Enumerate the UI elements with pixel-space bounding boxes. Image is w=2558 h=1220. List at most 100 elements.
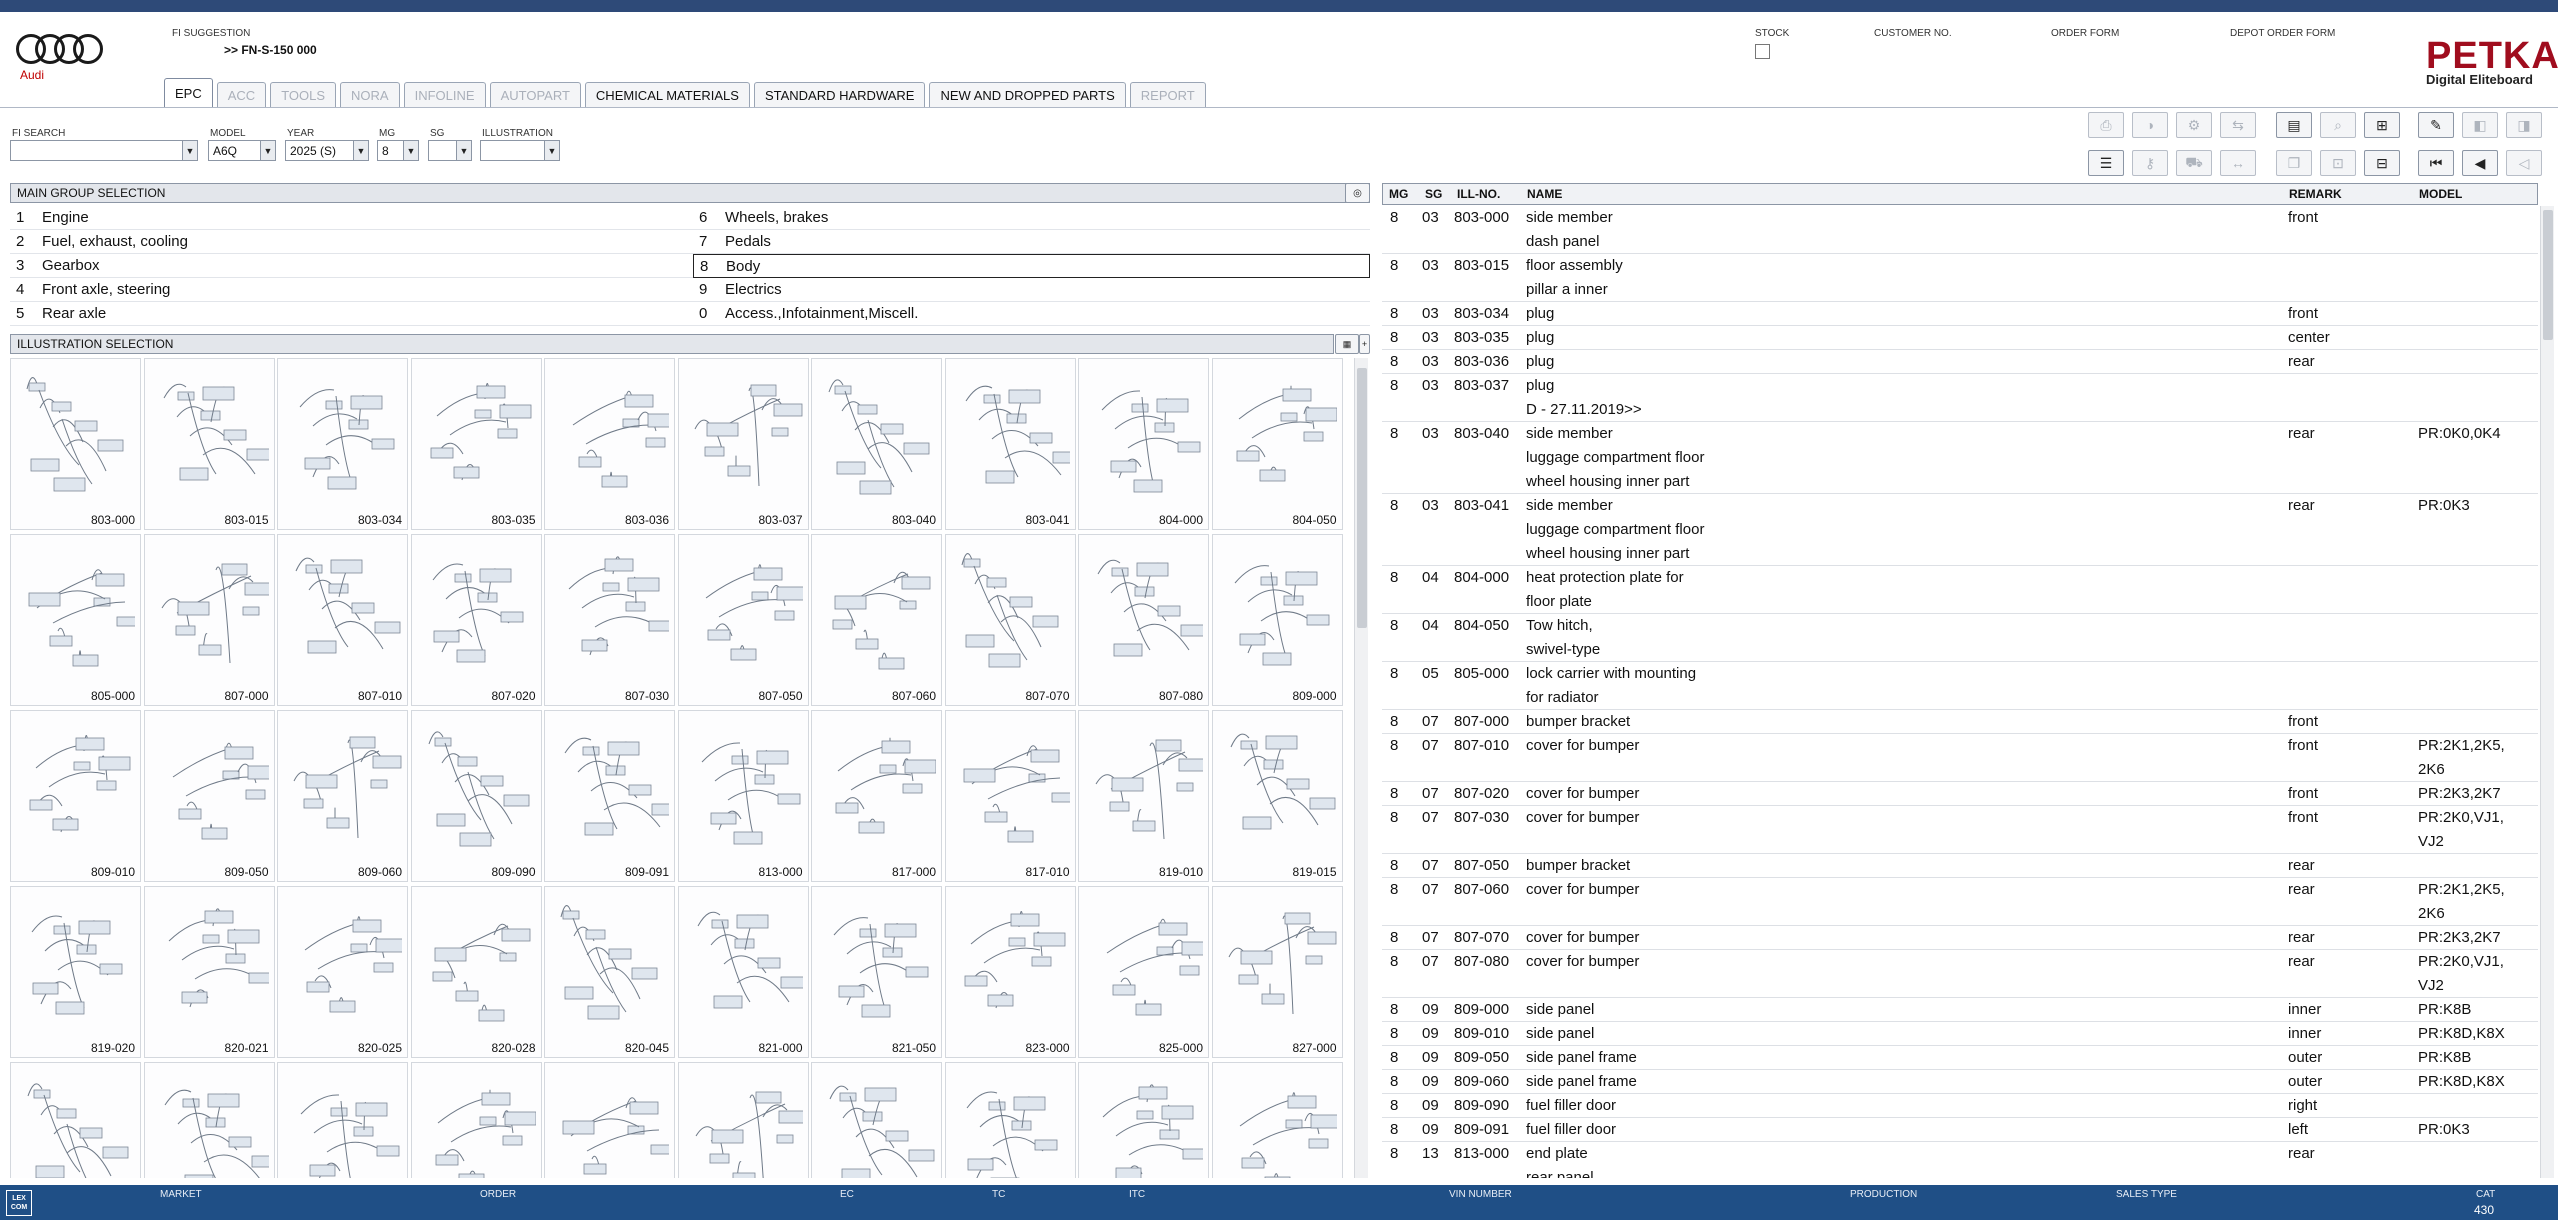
print-icon[interactable]: ⎙ [2088,112,2124,138]
basket-icon[interactable]: ⊟ [2364,150,2400,176]
col-name[interactable]: NAME [1527,187,1563,201]
eye-icon[interactable]: ◎ [1345,183,1370,203]
illustration-thumb[interactable]: 819-020 [10,886,141,1058]
key-icon[interactable]: ⚷ [2132,150,2168,176]
illustration-thumb[interactable] [1211,1062,1343,1178]
illustration-thumb[interactable]: 803-000 [10,358,141,530]
illustration-thumb[interactable]: 807-080 [1078,534,1209,706]
illustration-thumb[interactable] [10,1062,141,1178]
illustration-thumb[interactable] [811,1062,942,1178]
chevron-down-icon[interactable]: ▼ [456,141,471,160]
tab-new-and-dropped-parts[interactable]: NEW AND DROPPED PARTS [929,82,1126,108]
illustration-thumb[interactable] [410,1062,542,1178]
illustration-thumb[interactable]: 820-025 [277,886,408,1058]
illustration-thumb[interactable]: 807-000 [143,534,275,706]
illustration-thumb[interactable]: 817-000 [811,710,942,882]
illustration-thumb[interactable]: 809-000 [1211,534,1343,706]
tab-autopart[interactable]: AUTOPART [489,82,581,108]
back-icon[interactable]: ◁ [2506,150,2542,176]
illustration-thumb[interactable]: 821-050 [811,886,942,1058]
tab-infoline[interactable]: INFOLINE [403,82,486,108]
illustration-thumb[interactable]: 803-036 [544,358,675,530]
illustration-thumb[interactable]: 807-070 [944,534,1076,706]
first-icon[interactable]: ⏮ [2418,150,2454,176]
tab-report[interactable]: REPORT [1129,82,1206,108]
prev-icon[interactable]: ◀ [2462,150,2498,176]
col-ill-no[interactable]: ILL-NO. [1457,187,1501,201]
illustration-thumb[interactable]: 809-010 [10,710,141,882]
parts-scrollbar[interactable] [2540,206,2554,1178]
illustration-thumb[interactable]: 803-037 [677,358,809,530]
illustration-thumb[interactable]: 807-030 [544,534,675,706]
illustration-thumb[interactable] [1078,1062,1209,1178]
chevron-down-icon[interactable]: ▼ [403,141,418,160]
illustration-thumb[interactable]: 807-010 [277,534,408,706]
illustration-thumb[interactable]: 825-000 [1078,886,1209,1058]
illustration-thumb[interactable]: 820-021 [143,886,275,1058]
model-select[interactable]: A6Q ▼ [208,140,276,161]
illustration-thumb[interactable]: 804-050 [1211,358,1343,530]
tab-nora[interactable]: NORA [340,82,400,108]
chevron-down-icon[interactable]: ▼ [260,141,275,160]
tab-acc[interactable]: ACC [216,82,267,108]
illustration-thumb[interactable]: 803-040 [811,358,942,530]
stock-checkbox[interactable] [1755,44,1770,59]
cars-icon[interactable]: ⇆ [2220,112,2256,138]
chevron-down-icon[interactable]: ▼ [182,141,197,160]
col-sg[interactable]: SG [1425,187,1443,201]
mg-select[interactable]: 8 ▼ [377,140,419,161]
order-form-label[interactable]: ORDER FORM [2051,28,2120,39]
illustration-thumb[interactable]: 819-010 [1078,710,1209,882]
scrollbar-thumb[interactable] [2543,210,2553,340]
illustration-thumb[interactable]: 821-000 [677,886,809,1058]
tab-standard-hardware[interactable]: STANDARD HARDWARE [753,82,926,108]
car-icon[interactable]: ⛟ [2176,150,2212,176]
vehicle-icon[interactable]: ⊡ [2320,150,2356,176]
headphones-icon[interactable]: ◑ [2132,112,2168,138]
tools-icon[interactable]: ⚙ [2176,112,2212,138]
tab-epc[interactable]: EPC [164,78,213,108]
elsa-icon[interactable]: ▤ [2276,112,2312,138]
illustration-thumb[interactable] [677,1062,809,1178]
tab-tools[interactable]: TOOLS [270,82,337,108]
illustration-thumb[interactable]: 809-090 [410,710,542,882]
chevron-down-icon[interactable]: ▼ [353,141,368,160]
illustration-thumb[interactable]: 809-050 [143,710,275,882]
illustration-thumb[interactable]: 803-041 [944,358,1076,530]
illustration-thumb[interactable]: 805-000 [10,534,141,706]
illustration-thumb[interactable]: 807-050 [677,534,809,706]
cart-icon[interactable]: ⊞ [2364,112,2400,138]
copy-icon[interactable]: ❐ [2276,150,2312,176]
illustration-thumb[interactable]: 809-060 [277,710,408,882]
illustration-thumb[interactable]: 820-028 [410,886,542,1058]
depot-order-form-label[interactable]: DEPOT ORDER FORM [2230,28,2336,39]
illustration-thumb[interactable]: 819-015 [1211,710,1343,882]
illustration-thumb[interactable]: 809-091 [544,710,675,882]
